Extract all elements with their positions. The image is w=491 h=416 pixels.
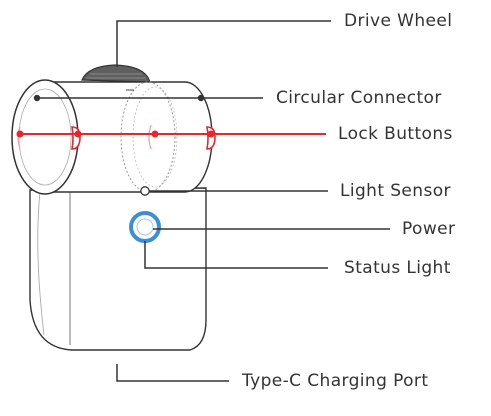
lock-button-marker	[151, 130, 159, 138]
label-drive-wheel: Drive Wheel	[344, 11, 453, 31]
lock-button-marker	[74, 130, 82, 138]
device-cylinder-seam	[132, 86, 178, 188]
leader-charging-port	[116, 364, 229, 382]
label-charging-port: Type-C Charging Port	[242, 371, 429, 391]
device-body-edge	[37, 191, 45, 336]
lock-button-ghost	[17, 126, 21, 149]
label-status-light: Status Light	[344, 258, 451, 278]
power-button	[136, 218, 154, 236]
device-cylinder-seam	[120, 81, 176, 193]
leader-status-light	[144, 241, 328, 269]
circular-connector-face	[11, 79, 79, 195]
label-power: Power	[402, 219, 456, 239]
device-lower-body	[29, 187, 207, 351]
label-lock-buttons: Lock Buttons	[338, 124, 453, 144]
label-light-sensor: Light Sensor	[340, 181, 451, 201]
lock-button-ghost	[148, 124, 152, 150]
lock-button-marker	[207, 130, 215, 138]
lock-button	[71, 126, 81, 150]
light-sensor	[140, 186, 150, 196]
lock-button-marker	[16, 130, 24, 138]
lock-button	[206, 126, 216, 150]
label-circular-connector: Circular Connector	[276, 88, 442, 108]
leader-drive-wheel	[116, 20, 331, 67]
